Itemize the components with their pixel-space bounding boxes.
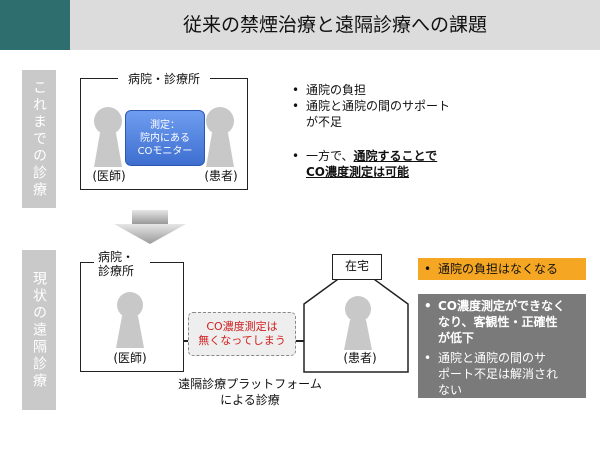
- down-arrow-icon: [114, 210, 186, 244]
- patient-label-past: (患者): [204, 169, 238, 183]
- past-issue-continuation: が不足: [306, 115, 343, 129]
- clinic-label-past: 病院・診療所: [118, 70, 210, 88]
- past-issues-list: 通院の負担 通院と通院の間のサポート: [292, 82, 492, 114]
- section-label-past: これまでの診療: [22, 70, 56, 208]
- benefit-highlight: • 通院の負担はなくなる: [418, 258, 586, 280]
- platform-caption: 遠隔診療プラットフォーム による診療: [160, 376, 340, 408]
- past-note-prefix: 一方で、: [306, 149, 354, 163]
- clinic-label-current-line1: 病院・: [98, 250, 135, 264]
- past-note-bold2: CO濃度測定は可能: [306, 165, 410, 179]
- co-monitor-bubble: 測定： 院内にある COモニター: [125, 110, 205, 166]
- past-note-bold1: 通院することで: [353, 149, 438, 163]
- patient-silhouette-icon: [344, 296, 372, 350]
- doctor-silhouette-icon: [94, 107, 122, 167]
- past-issue-item: 通院と通院の間のサポート: [292, 98, 492, 114]
- co-missing-line2: 無くなってしまう: [198, 334, 286, 347]
- home-label: 在宅: [332, 254, 382, 280]
- section-label-current: 現状の遠隔診療: [22, 250, 56, 410]
- co-missing-line1: CO濃度測定は: [206, 320, 278, 333]
- doctor-silhouette-icon: [116, 292, 144, 348]
- issue-bold-line3: が低下: [438, 331, 475, 345]
- platform-caption-line1: 遠隔診療プラットフォーム: [178, 377, 322, 391]
- doctor-label-current: (医師): [113, 351, 147, 365]
- header-accent: [0, 0, 70, 50]
- clinic-label-current-line2: 診療所: [98, 264, 135, 278]
- doctor-label-past: (医師): [92, 169, 126, 183]
- co-monitor-line2: 院内にある: [139, 132, 190, 144]
- issue-line2: ポート不足は解消され: [438, 367, 559, 381]
- issue-line3: ない: [438, 383, 463, 397]
- co-missing-bubble: CO濃度測定は 無くなってしまう: [188, 312, 296, 356]
- past-note: • 一方で、通院することで CO濃度測定は可能: [292, 149, 438, 179]
- co-monitor-line3: COモニター: [137, 145, 193, 157]
- past-issue-item: 通院の負担: [292, 82, 492, 98]
- page-title: 従来の禁煙治療と遠隔診療への課題: [182, 14, 487, 36]
- issue-line1: 通院と通院の間のサ: [438, 351, 547, 365]
- issues-panel: • CO濃度測定ができなく なり、客観性・正確性 が低下 • 通院と通院の間のサ…: [418, 294, 586, 398]
- benefit-text: 通院の負担はなくなる: [438, 262, 559, 276]
- issue-bold-line1: CO濃度測定ができなく: [438, 299, 566, 313]
- platform-caption-line2: による診療: [220, 393, 280, 407]
- patient-label-current: (患者): [343, 351, 377, 365]
- header-bar: [70, 0, 600, 50]
- co-monitor-line1: 測定：: [149, 119, 180, 131]
- patient-silhouette-icon: [206, 107, 234, 167]
- issue-bold-line2: なり、客観性・正確性: [438, 315, 558, 329]
- clinic-label-current: 病院・ 診療所: [94, 248, 150, 280]
